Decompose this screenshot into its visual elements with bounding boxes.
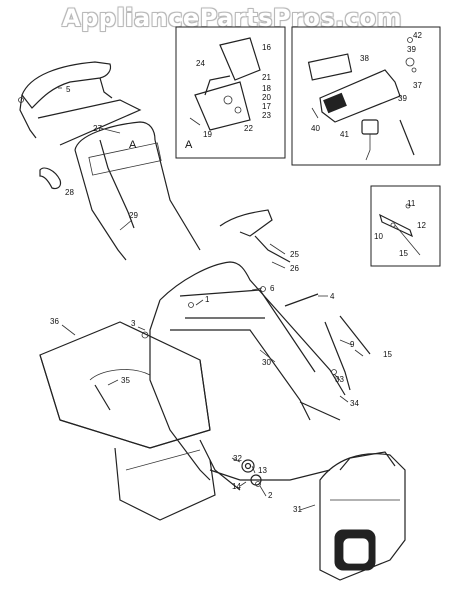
- callout-3: 3: [131, 319, 136, 328]
- rear-bag: [319, 451, 406, 581]
- callout-24: 24: [196, 59, 205, 68]
- callout-18: 18: [262, 84, 271, 93]
- hardware-3: [141, 331, 149, 339]
- callout-40: 40: [311, 124, 320, 133]
- rod-4: [284, 293, 319, 307]
- callout-39-bottom: 39: [398, 94, 407, 103]
- callout-41: 41: [340, 130, 349, 139]
- callout-34: 34: [350, 399, 359, 408]
- deck: [199, 439, 262, 491]
- battery-kit-parts: [307, 37, 417, 161]
- callout-16: 16: [262, 43, 271, 52]
- callout-32: 32: [233, 454, 242, 463]
- callout-29: 29: [129, 211, 138, 220]
- grip: [39, 167, 62, 190]
- rod-33: [339, 315, 371, 355]
- callout-21: 21: [262, 73, 271, 82]
- callout-11: 11: [407, 199, 416, 208]
- detail-a-parts: [189, 37, 261, 131]
- callout-1: 1: [205, 295, 210, 304]
- upper-handle: [18, 61, 113, 139]
- detail-a-label-main: A: [129, 139, 137, 151]
- lower-handle: [74, 121, 201, 261]
- callout-15-kit: 15: [399, 249, 408, 258]
- callout-27: 27: [93, 124, 102, 133]
- callout-30: 30: [262, 358, 271, 367]
- callout-35: 35: [121, 376, 130, 385]
- callout-14: 14: [232, 482, 241, 491]
- callout-25: 25: [290, 250, 299, 259]
- callout-23: 23: [262, 111, 271, 120]
- detail-a-box: [175, 26, 286, 159]
- battery-kit-box: [291, 26, 441, 166]
- hardware-33: [331, 369, 337, 375]
- rod-9: [324, 321, 351, 391]
- callout-37: 37: [413, 81, 422, 90]
- callout-4: 4: [330, 292, 335, 301]
- callout-39-top: 39: [407, 45, 416, 54]
- lever: [219, 209, 273, 237]
- callout-28: 28: [65, 188, 74, 197]
- cable-kit-parts: [379, 203, 421, 256]
- callout-10: 10: [374, 232, 383, 241]
- callout-13: 13: [258, 466, 267, 475]
- callout-2: 2: [268, 491, 273, 500]
- callout-12: 12: [417, 221, 426, 230]
- callout-9: 9: [350, 340, 355, 349]
- rod-34: [299, 401, 341, 421]
- main-handle: [149, 261, 346, 481]
- callout-19: 19: [203, 130, 212, 139]
- control-bar: [37, 99, 142, 146]
- detail-a-label-inset: A: [185, 139, 193, 151]
- hardware-6: [260, 286, 266, 292]
- callout-20: 20: [262, 93, 271, 102]
- callout-31: 31: [293, 505, 302, 514]
- callout-38: 38: [360, 54, 369, 63]
- callout-26: 26: [290, 264, 299, 273]
- callout-42: 42: [413, 31, 422, 40]
- callout-6: 6: [270, 284, 275, 293]
- cable-kit-box: [370, 185, 441, 267]
- callout-5: 5: [66, 85, 71, 94]
- callout-36: 36: [50, 317, 59, 326]
- callout-17: 17: [262, 102, 271, 111]
- callout-33: 33: [335, 375, 344, 384]
- callout-15: 15: [383, 350, 392, 359]
- hardware-2: [255, 481, 261, 487]
- hardware-1: [188, 302, 194, 308]
- callout-22: 22: [244, 124, 253, 133]
- grass-catcher: [39, 321, 216, 521]
